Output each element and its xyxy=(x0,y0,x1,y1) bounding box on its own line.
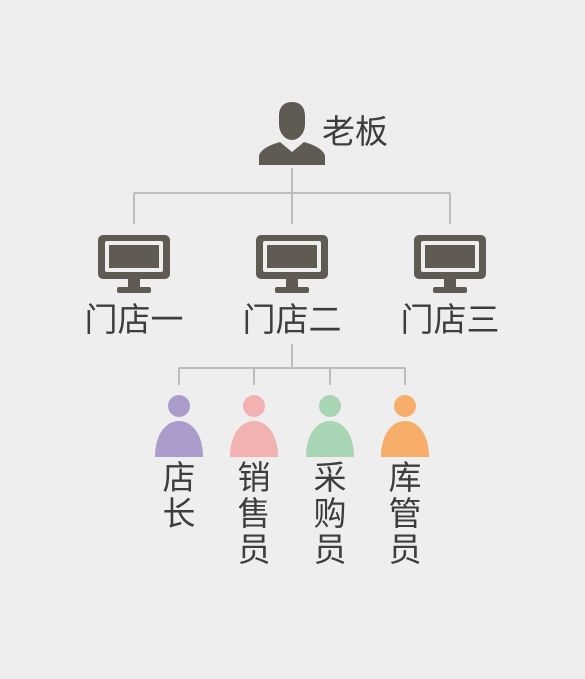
person-icon xyxy=(155,395,203,457)
boss-label: 老板 xyxy=(322,112,388,151)
person-icon xyxy=(306,395,354,457)
monitor-icon xyxy=(256,235,328,293)
person-icon xyxy=(381,395,429,457)
person-icon xyxy=(230,395,278,457)
monitor-icon xyxy=(98,235,170,293)
person-icon xyxy=(259,102,325,165)
role-label-sales: 销售员 xyxy=(237,458,271,569)
store-label-1: 门店一 xyxy=(84,300,184,339)
monitor-icon xyxy=(414,235,486,293)
role-label-store-manager: 店长 xyxy=(162,458,196,533)
role-label-purchasing: 采购员 xyxy=(313,458,347,569)
store-label-2: 门店二 xyxy=(242,300,342,339)
role-label-warehouse: 库管员 xyxy=(388,458,422,569)
store-label-3: 门店三 xyxy=(400,300,500,339)
